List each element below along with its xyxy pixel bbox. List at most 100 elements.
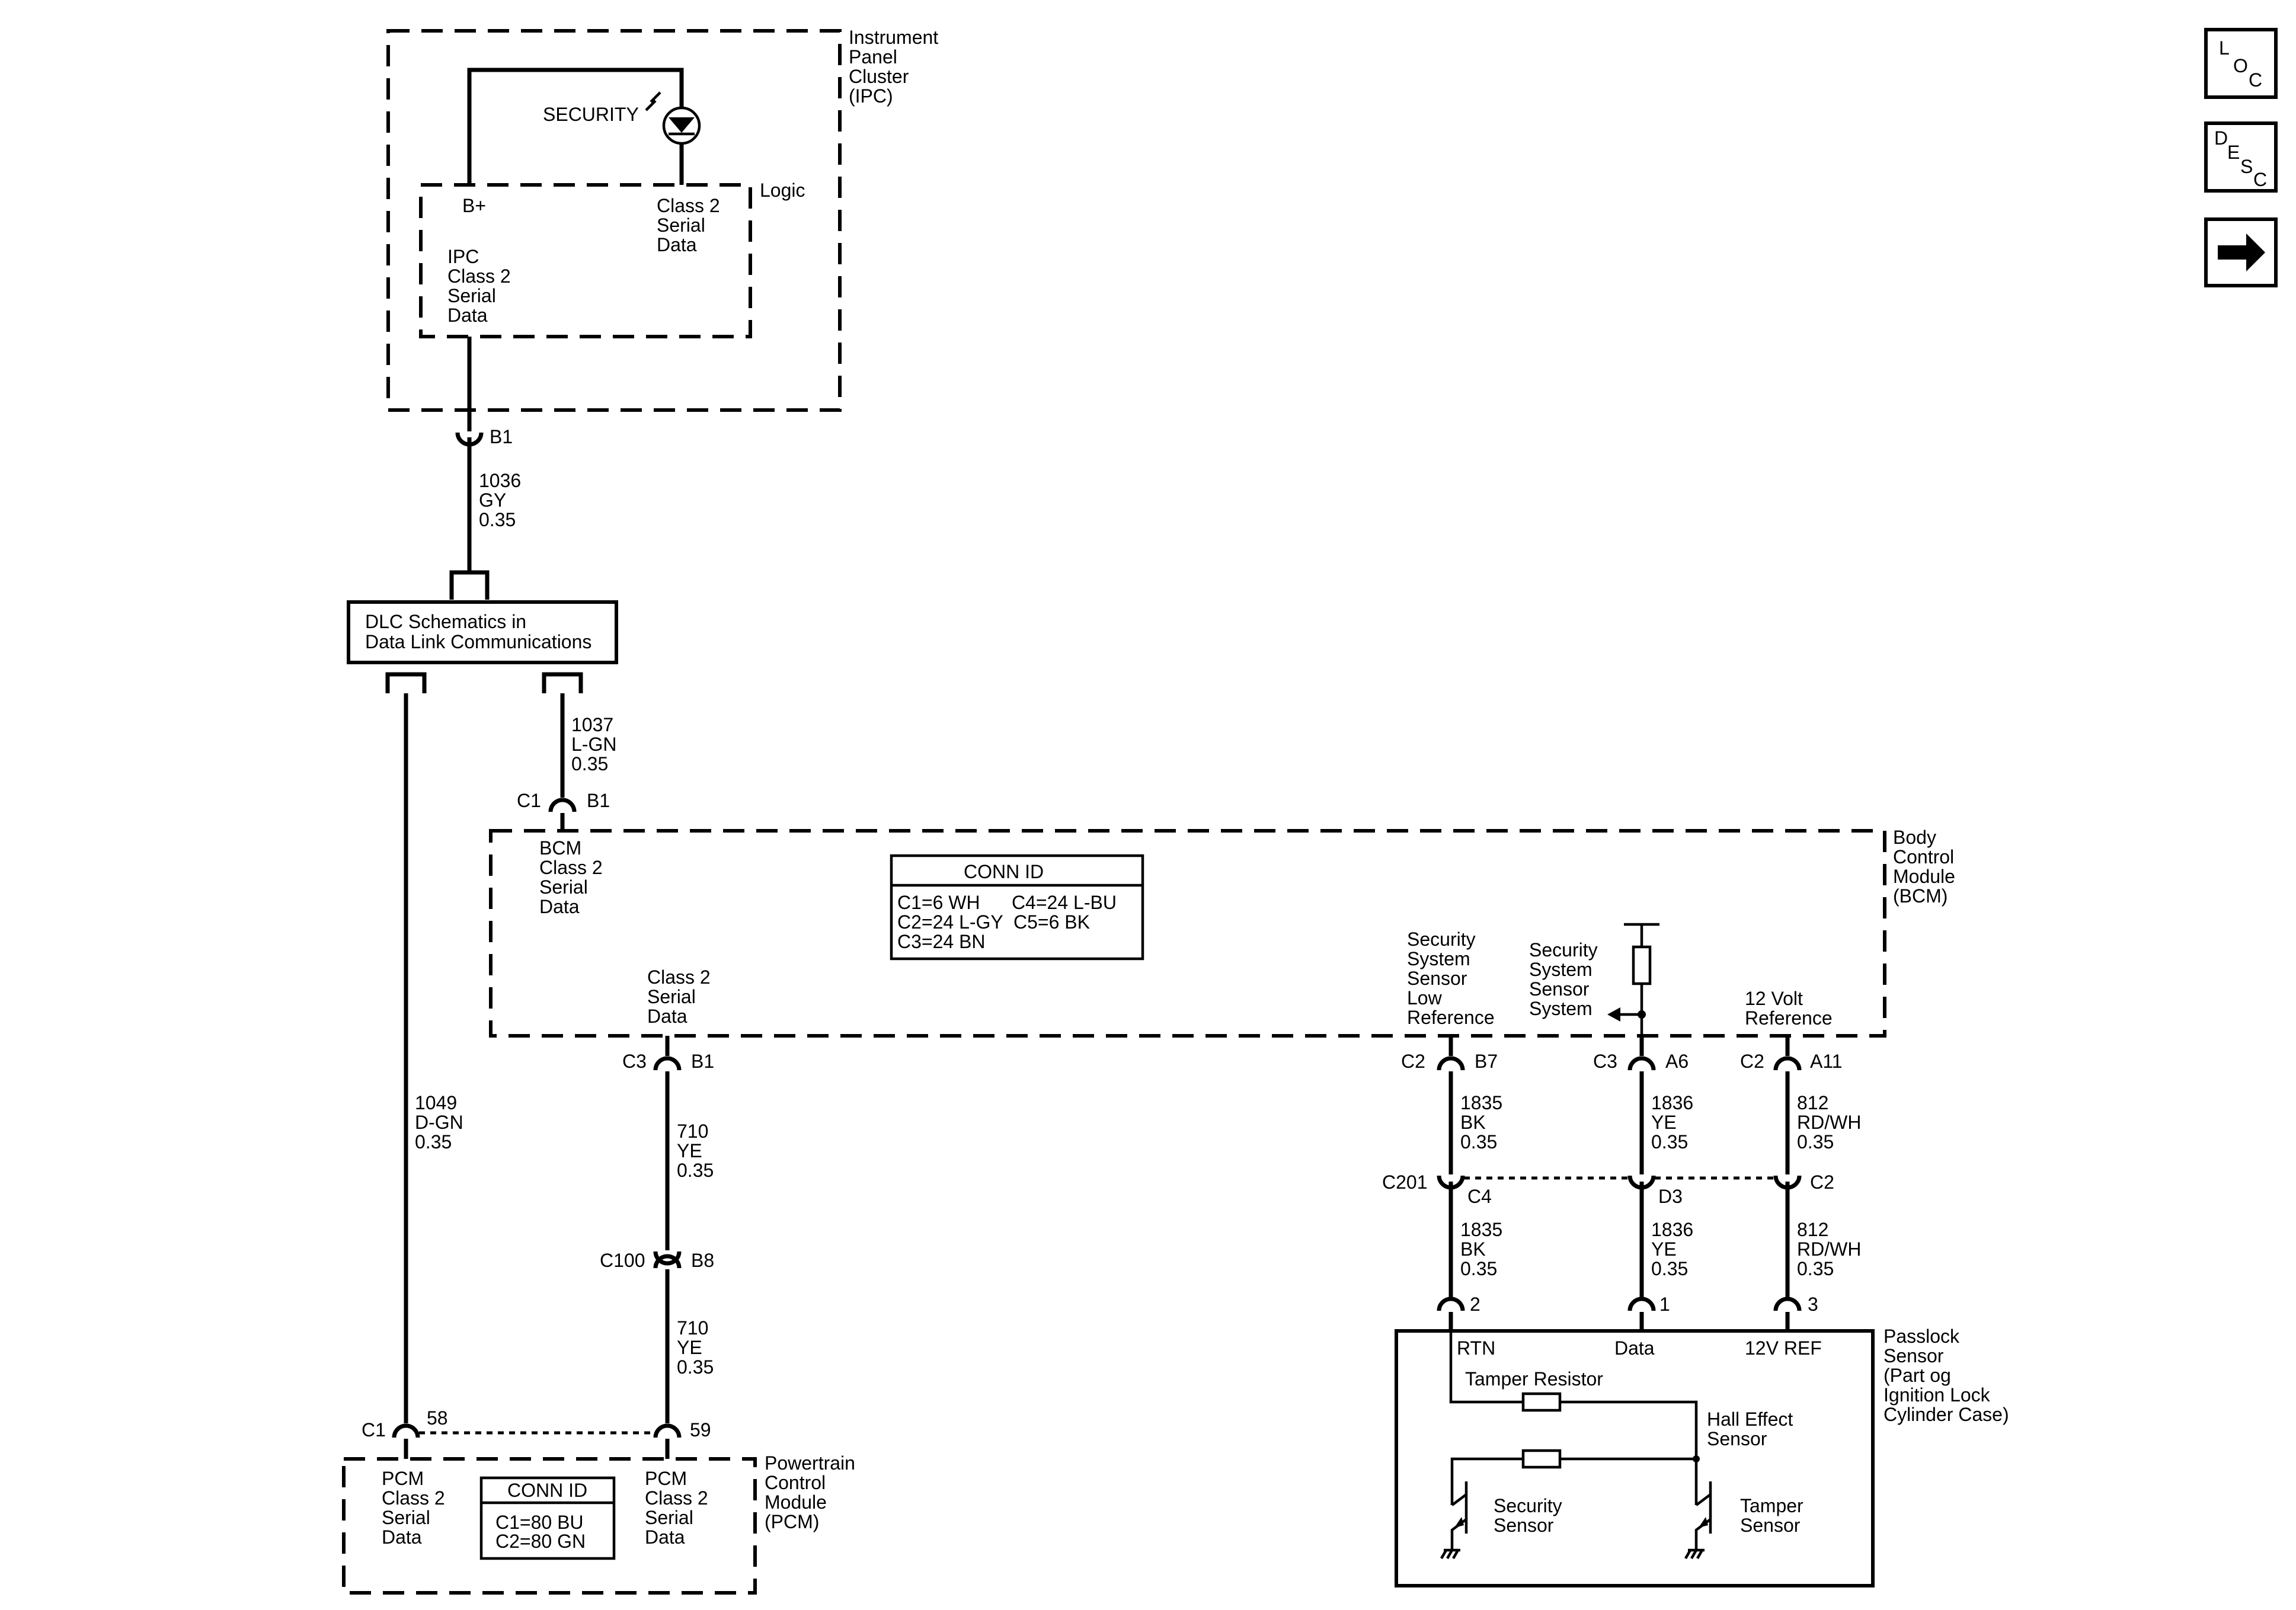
connector-bcm-c2-b7-icon — [1437, 1036, 1465, 1071]
passlock-pin3-label: 3 — [1808, 1294, 1818, 1315]
svg-text:710: 710 — [677, 1121, 708, 1142]
svg-text:0.35: 0.35 — [1460, 1131, 1497, 1153]
svg-text:Class 2: Class 2 — [382, 1487, 445, 1509]
bcm-c3b-label: C3 — [1593, 1051, 1617, 1072]
pcm-pin58-label: 58 — [427, 1407, 448, 1429]
svg-text:Sensor: Sensor — [1494, 1515, 1554, 1536]
passlock-pin3-connector-icon — [1773, 1297, 1802, 1311]
passlock-12vref-label: 12V REF — [1745, 1337, 1822, 1359]
passlock-title: Passlock Sensor (Part og Ignition Lock C… — [1884, 1326, 2009, 1425]
svg-text:Body: Body — [1893, 827, 1936, 848]
wire-1036-label: 1036 GY 0.35 — [479, 470, 521, 530]
ipc-module-outline — [386, 29, 842, 412]
svg-text:Data: Data — [382, 1526, 422, 1548]
svg-text:L-GN: L-GN — [571, 734, 616, 755]
svg-text:0.35: 0.35 — [677, 1356, 714, 1378]
pcm-title: Powertrain Control Module (PCM) — [765, 1452, 855, 1532]
connector-c100-top-icon — [653, 1251, 682, 1266]
svg-text:1835: 1835 — [1460, 1219, 1502, 1240]
security-sensor-label: Security Sensor — [1494, 1495, 1562, 1536]
security-lamp-label: SECURITY — [543, 104, 639, 125]
svg-text:Serial: Serial — [539, 876, 588, 898]
bcm-conn-id-table: CONN ID C1=6 WH C4=24 L-BU C2=24 L-GY C5… — [890, 854, 1144, 961]
svg-text:PCM: PCM — [645, 1468, 687, 1489]
loc-button[interactable]: L O C — [2204, 28, 2278, 99]
svg-text:Data: Data — [539, 896, 580, 917]
svg-text:Data: Data — [645, 1526, 685, 1548]
svg-text:Reference: Reference — [1407, 1007, 1495, 1028]
svg-text:Control: Control — [765, 1472, 826, 1493]
svg-text:0.35: 0.35 — [677, 1160, 714, 1181]
pcm-left-class2-label: PCM Class 2 Serial Data — [382, 1468, 445, 1548]
security-sensor-transistor-icon — [1440, 1481, 1468, 1560]
c201-d3-label: D3 — [1658, 1186, 1683, 1207]
svg-text:Security: Security — [1494, 1495, 1562, 1516]
svg-text:Powertrain: Powertrain — [765, 1452, 855, 1474]
bcm-c3-b1-label: B1 — [691, 1051, 714, 1072]
svg-text:YE: YE — [677, 1140, 702, 1161]
connector-c201-icon — [1437, 1175, 1802, 1190]
svg-text:1049: 1049 — [415, 1092, 457, 1113]
svg-text:GY: GY — [479, 489, 506, 511]
desc-button[interactable]: D E S C — [2204, 121, 2278, 193]
connector-c100-bottom-icon — [653, 1254, 682, 1269]
bcm-class2-data-label: BCM Class 2 Serial Data — [539, 837, 603, 917]
bcm-conn-id-row: C1=6 WH C4=24 L-BU — [897, 892, 1117, 913]
svg-text:Security: Security — [1407, 929, 1476, 950]
pcm-pin59-label: 59 — [690, 1419, 711, 1441]
passlock-internal-circuit — [1449, 1331, 1700, 1505]
svg-text:(IPC): (IPC) — [849, 85, 893, 107]
svg-text:Sensor: Sensor — [1740, 1515, 1801, 1536]
svg-text:Class 2: Class 2 — [645, 1487, 708, 1509]
svg-text:Class 2: Class 2 — [447, 265, 511, 287]
svg-text:0.35: 0.35 — [571, 753, 608, 774]
svg-text:Class 2: Class 2 — [647, 966, 711, 988]
c100-label: C100 — [600, 1250, 645, 1271]
svg-text:System: System — [1529, 998, 1593, 1019]
bcm-conn-id-title: CONN ID — [964, 861, 1044, 882]
tamper-sensor-transistor-icon — [1684, 1481, 1712, 1560]
ipc-logic-class2-label: Class 2 Serial Data — [657, 195, 720, 255]
svg-text:BCM: BCM — [539, 837, 581, 859]
bcm-class2-serial-label: Class 2 Serial Data — [647, 966, 711, 1027]
svg-text:12 Volt: 12 Volt — [1745, 988, 1803, 1009]
bcm-sensor-low-ref-label: Security System Sensor Low Reference — [1407, 929, 1495, 1028]
dlc-box[interactable] — [347, 600, 618, 664]
svg-text:YE: YE — [677, 1337, 702, 1358]
arrow-right-icon — [2218, 233, 2265, 271]
loc-letter-c: C — [2249, 69, 2262, 91]
bcm-pullup-resistor-icon — [1607, 923, 1659, 1036]
svg-text:BK: BK — [1460, 1238, 1486, 1260]
pcm-conn-id-title: CONN ID — [507, 1480, 587, 1501]
desc-letter-c: C — [2253, 169, 2267, 190]
svg-text:0.35: 0.35 — [479, 509, 516, 530]
svg-text:812: 812 — [1797, 1092, 1828, 1113]
svg-text:(PCM): (PCM) — [765, 1511, 819, 1532]
ipc-bplus-label: B+ — [462, 195, 486, 216]
svg-text:Data: Data — [447, 305, 488, 326]
svg-text:YE: YE — [1651, 1112, 1677, 1133]
svg-text:Serial: Serial — [382, 1507, 430, 1528]
connector-pcm-59-icon — [653, 1423, 682, 1438]
bcm-a11-label: A11 — [1810, 1051, 1843, 1072]
svg-text:Reference: Reference — [1745, 1007, 1833, 1029]
bcm-title: Body Control Module (BCM) — [1893, 827, 1955, 907]
svg-text:Sensor: Sensor — [1707, 1428, 1767, 1449]
passlock-pin2-label: 2 — [1470, 1294, 1480, 1315]
wire-1835-upper-label: 1835 BK 0.35 — [1460, 1092, 1502, 1153]
passlock-pin2-connector-icon — [1437, 1297, 1465, 1311]
svg-text:Class 2: Class 2 — [657, 195, 720, 216]
c201-label: C201 — [1382, 1172, 1428, 1193]
svg-text:Sensor: Sensor — [1884, 1345, 1944, 1366]
loc-letter-o: O — [2233, 55, 2248, 76]
wire-1049-label: 1049 D-GN 0.35 — [415, 1092, 463, 1153]
svg-text:RD/WH: RD/WH — [1797, 1238, 1861, 1260]
svg-text:0.35: 0.35 — [1797, 1258, 1834, 1279]
pcm-conn-id-row: C2=80 GN — [495, 1531, 586, 1552]
svg-text:0.35: 0.35 — [1460, 1258, 1497, 1279]
next-button[interactable] — [2204, 217, 2278, 287]
passlock-pin1-connector-icon — [1627, 1297, 1656, 1311]
wire-812-upper-label: 812 RD/WH 0.35 — [1797, 1092, 1861, 1153]
bcm-12v-reference-label: 12 Volt Reference — [1745, 988, 1833, 1029]
